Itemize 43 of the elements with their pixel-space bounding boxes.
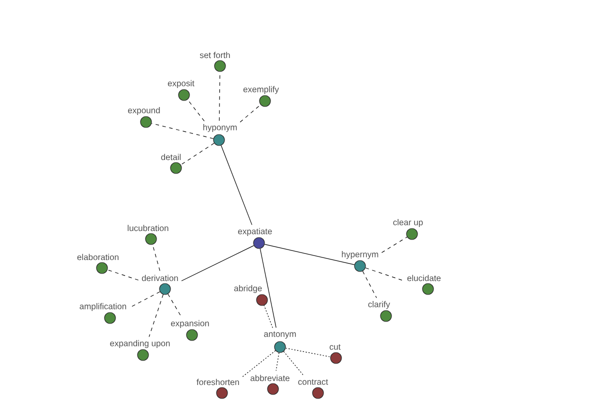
node-label: elucidate	[407, 274, 441, 282]
connector	[220, 145, 252, 226]
connector	[283, 351, 304, 376]
connector	[148, 294, 164, 338]
node-label: foreshorten	[196, 378, 239, 386]
node-label: hypernym	[342, 251, 378, 259]
connector	[151, 123, 214, 139]
connector	[129, 291, 160, 308]
node-label: contract	[298, 379, 328, 385]
node-label: clarify	[368, 301, 390, 309]
node-label: elaboration	[77, 254, 118, 260]
connector	[381, 236, 408, 253]
node-label: set forth	[200, 52, 230, 58]
connector	[242, 350, 276, 378]
node-label: derivation	[142, 274, 178, 282]
connector	[180, 142, 214, 166]
connector	[264, 244, 355, 266]
node-label: expanding upon	[110, 340, 170, 348]
node-label: exposit	[168, 80, 194, 88]
connector	[276, 352, 280, 372]
node-label: amplification	[80, 303, 126, 311]
connector	[107, 270, 139, 280]
node-label: cut	[330, 344, 341, 350]
node-label: antonym	[264, 331, 296, 339]
node-label: clear up	[393, 219, 423, 227]
node-label: abbreviate	[250, 374, 290, 382]
node-label: expatiate	[238, 228, 272, 236]
connector	[362, 270, 377, 298]
connector	[365, 268, 404, 282]
node-label: expound	[128, 107, 160, 115]
connector	[285, 348, 331, 358]
node-label: detail	[161, 154, 181, 160]
node-label: hyponym	[203, 124, 237, 132]
connector	[260, 248, 276, 328]
connector	[187, 99, 205, 122]
node-label: lucubration	[128, 224, 168, 232]
node-label: expansion	[171, 320, 209, 328]
connector	[240, 104, 261, 122]
connector	[168, 294, 182, 318]
node-label: abridge	[234, 285, 262, 293]
connector	[264, 305, 273, 328]
connector	[181, 245, 254, 282]
node-label: exemplify	[243, 86, 279, 94]
